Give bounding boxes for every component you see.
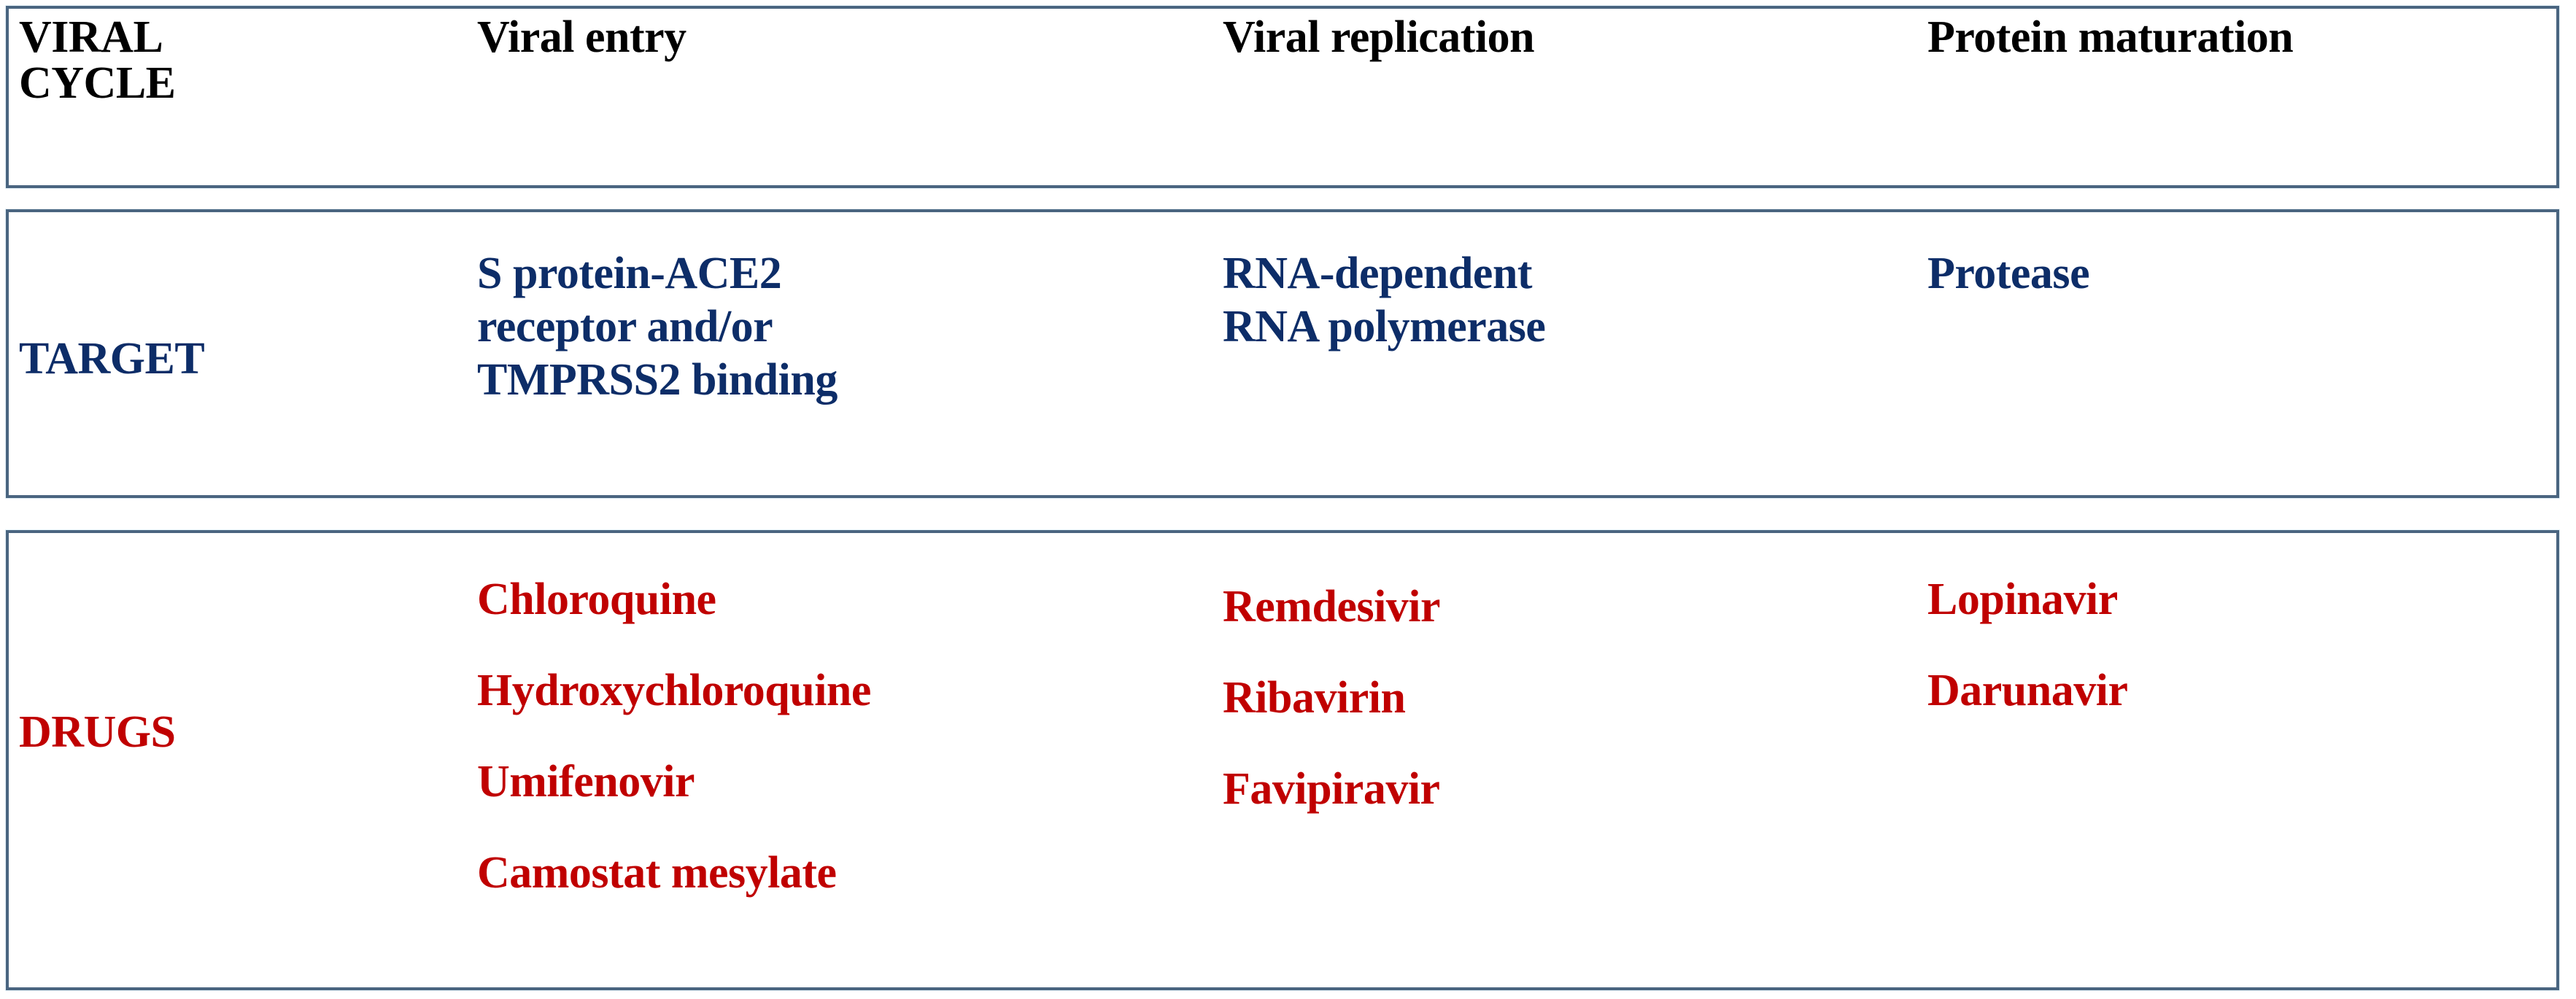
drugs-cell-viral-replication: Remdesivir Ribavirin Favipiravir bbox=[1223, 533, 1916, 987]
row-label-target: TARGET bbox=[19, 334, 205, 384]
list-item: Ribavirin bbox=[1223, 673, 1406, 723]
list-item: Umifenovir bbox=[477, 757, 695, 806]
table-row-target: TARGET S protein-ACE2 receptor and/or TM… bbox=[6, 209, 2559, 498]
drug-list-protein-maturation: Lopinavir Darunavir bbox=[1927, 577, 2128, 759]
target-text: S protein-ACE2 receptor and/or TMPRSS2 b… bbox=[477, 249, 838, 405]
row-label-drugs: DRUGS bbox=[19, 707, 176, 757]
drug-list-viral-entry: Chloroquine Hydroxychloroquine Umifenovi… bbox=[477, 577, 871, 941]
column-header-label: Viral replication bbox=[1223, 12, 1535, 62]
list-item: Darunavir bbox=[1927, 666, 2128, 715]
column-header-label: VIRAL CYCLE bbox=[19, 12, 176, 109]
column-header-label: Protein maturation bbox=[1927, 12, 2294, 62]
drug-list-viral-replication: Remdesivir Ribavirin Favipiravir bbox=[1223, 582, 1441, 858]
drugs-cell-viral-entry: Chloroquine Hydroxychloroquine Umifenovi… bbox=[477, 533, 1214, 987]
target-cell-protein-maturation: Protease bbox=[1927, 212, 2555, 495]
header-cell-viral-entry: Viral entry bbox=[477, 9, 1214, 185]
header-cell-protein-maturation: Protein maturation bbox=[1927, 9, 2555, 185]
row-label-cell-drugs: DRUGS bbox=[13, 533, 473, 987]
row-label-cell-target: TARGET bbox=[13, 212, 473, 495]
list-item: Camostat mesylate bbox=[477, 848, 837, 898]
list-item: Lopinavir bbox=[1927, 575, 2118, 624]
target-cell-viral-replication: RNA-dependent RNA polymerase bbox=[1223, 212, 1916, 495]
list-item: Favipiravir bbox=[1223, 764, 1440, 814]
table-row-drugs: DRUGS Chloroquine Hydroxychloroquine Umi… bbox=[6, 530, 2559, 990]
table-header-row: VIRAL CYCLE Viral entry Viral replicatio… bbox=[6, 6, 2559, 188]
header-cell-viral-replication: Viral replication bbox=[1223, 9, 1916, 185]
list-item: Hydroxychloroquine bbox=[477, 666, 871, 715]
drugs-cell-protein-maturation: Lopinavir Darunavir bbox=[1927, 533, 2555, 987]
list-item: Remdesivir bbox=[1223, 582, 1441, 631]
target-cell-viral-entry: S protein-ACE2 receptor and/or TMPRSS2 b… bbox=[477, 212, 1214, 495]
list-item: Chloroquine bbox=[477, 575, 716, 624]
header-cell-viral-cycle: VIRAL CYCLE bbox=[13, 9, 473, 185]
target-text: Protease bbox=[1927, 249, 2090, 298]
target-text: RNA-dependent RNA polymerase bbox=[1223, 249, 1546, 352]
column-header-label: Viral entry bbox=[477, 12, 686, 62]
